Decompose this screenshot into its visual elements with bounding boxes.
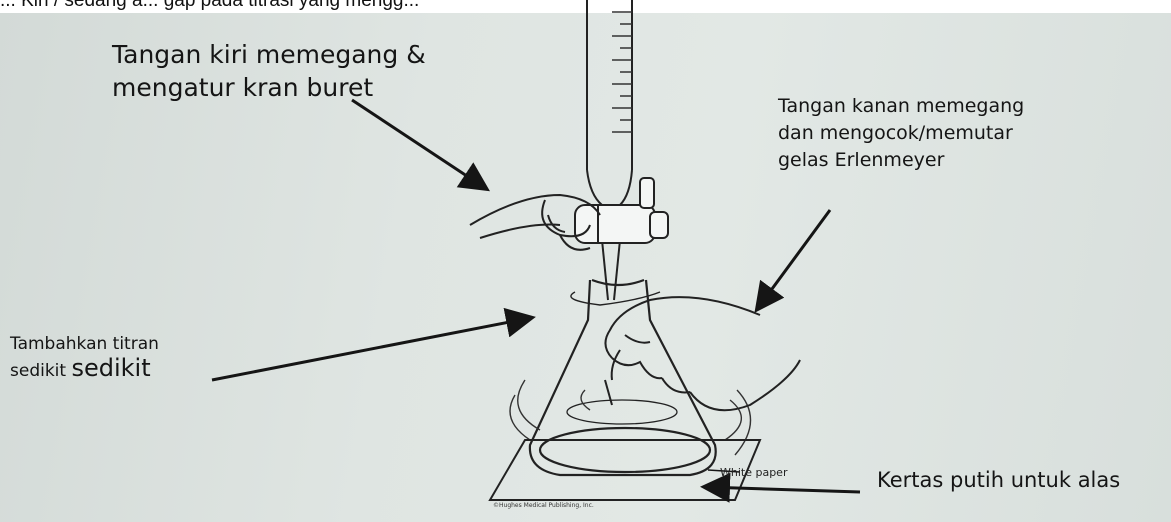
erlenmeyer-flask	[530, 280, 716, 475]
stopcock	[575, 178, 668, 243]
label-right-hand: Tangan kanan memegang dan mengocok/memut…	[778, 93, 1024, 174]
copyright-text: ©Hughes Medical Publishing, Inc.	[493, 502, 594, 509]
label-right-hand-line2: dan mengocok/memutar	[778, 120, 1024, 147]
label-white-paper-base: Kertas putih untuk alas	[877, 468, 1120, 492]
label-left-hand-line1: Tangan kiri memegang &	[112, 38, 426, 71]
label-right-hand-line3: gelas Erlenmeyer	[778, 147, 1024, 174]
buret-graduations	[612, 12, 632, 132]
label-add-titrant-small: sedikit	[10, 361, 66, 381]
label-add-titrant-line2: sedikit sedikit	[10, 356, 159, 383]
label-add-titrant-line1: Tambahkan titran	[10, 332, 159, 356]
label-right-hand-line1: Tangan kanan memegang	[778, 93, 1024, 120]
label-white-paper-small: White paper	[720, 466, 787, 479]
label-left-hand: Tangan kiri memegang & mengatur kran bur…	[112, 38, 426, 104]
label-left-hand-line2: mengatur kran buret	[112, 71, 426, 104]
buret	[587, 0, 632, 300]
label-add-titrant-big: sedikit	[71, 354, 150, 382]
right-hand-drawing	[605, 297, 800, 410]
label-add-titrant: Tambahkan titran sedikit sedikit	[10, 332, 159, 383]
